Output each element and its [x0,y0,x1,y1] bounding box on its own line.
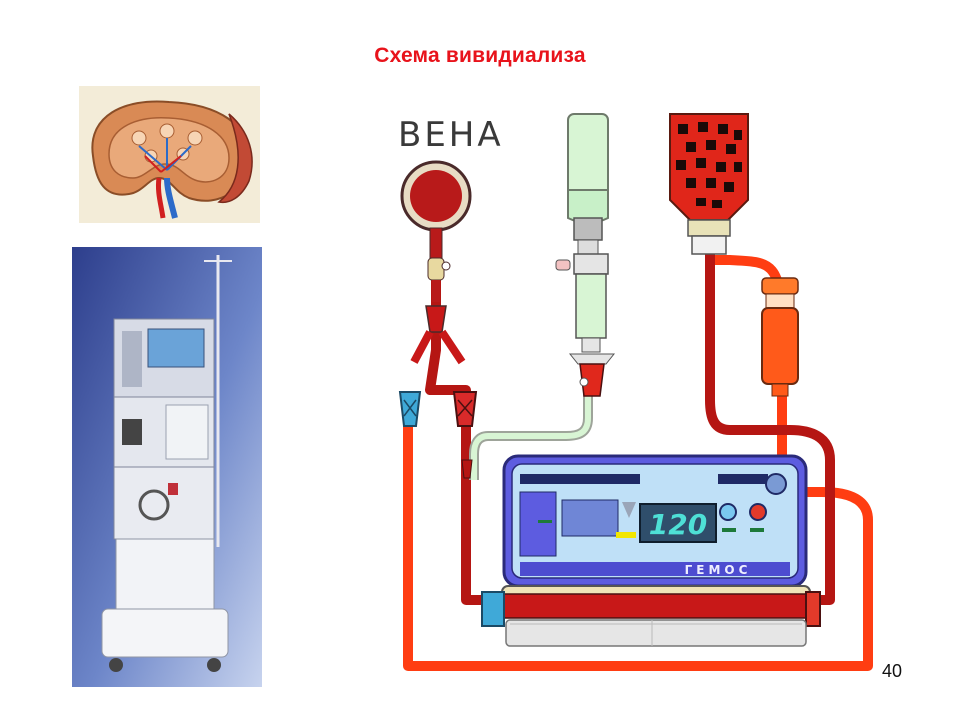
dialysis-device: 120 ГЕМОС [502,454,808,588]
device-name: ГЕМОС [685,563,752,577]
red-indicator-icon [749,503,767,521]
display-value: 120 [649,508,707,541]
air-trap [761,277,799,295]
vein-label: ВЕНА [398,115,504,155]
dialyzer-left-cap [481,591,505,627]
page-number: 40 [881,661,902,681]
hemodialysis-scheme: ВЕНА [398,113,873,671]
kidney-cross-section-image [79,86,260,223]
blue-indicator-icon [719,503,737,521]
connector [427,257,445,281]
saline-line [471,368,591,480]
drip-chamber [575,273,607,339]
dialyzer-right-cap [805,591,821,627]
dialysis-machine-photo [72,247,262,687]
slide-title: Схема вивидиализа [374,44,586,67]
digital-display [639,503,717,543]
venous-line [705,250,835,605]
